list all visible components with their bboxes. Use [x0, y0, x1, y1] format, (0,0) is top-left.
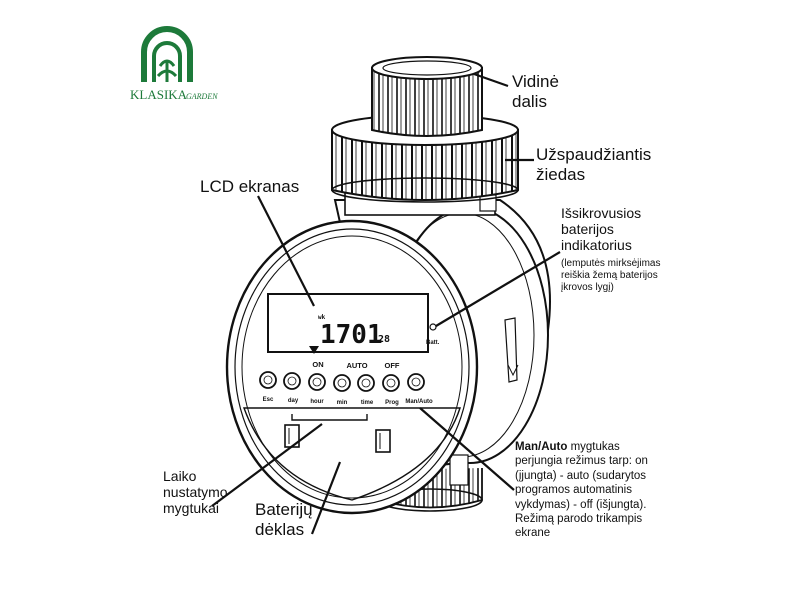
lcd-small-digits: 28: [378, 334, 390, 345]
button-label-man-auto: Man/Auto: [405, 399, 433, 405]
lcd-screen: 1701 28 wk: [267, 293, 429, 354]
mode-auto-label: AUTO: [346, 361, 367, 370]
button-label-time: time: [361, 400, 374, 406]
logo-brand: KLASIKA: [130, 87, 188, 102]
label-time-buttons: Laiko nustatymo mygtukai: [163, 468, 228, 517]
leader-lines: [211, 72, 561, 535]
klasika-logo-icon: [141, 26, 193, 82]
mode-on-label: ON: [312, 360, 323, 369]
mode-triangle-icon: [309, 346, 319, 354]
button-label-day: day: [288, 398, 299, 404]
button-day[interactable]: [283, 372, 301, 390]
top-connector: [331, 56, 519, 216]
label-clamp-ring: Užspaudžiantis žiedas: [536, 145, 652, 184]
battery-latch-right[interactable]: [375, 429, 391, 453]
label-battery-case: Baterijų dėklas: [255, 500, 313, 539]
button-prog[interactable]: [382, 374, 400, 392]
button-esc[interactable]: [259, 371, 277, 389]
button-label-esc: Esc: [263, 397, 274, 403]
button-label-hour: hour: [310, 399, 324, 405]
battery-compartment: [243, 407, 461, 501]
lcd-main-digits: 1701: [320, 320, 383, 350]
button-min[interactable]: [333, 374, 351, 392]
lcd-wk: wk: [318, 314, 326, 321]
button-hour[interactable]: [308, 373, 326, 391]
button-label-prog: Prog: [385, 400, 399, 406]
label-battery-indicator: Išsikrovusios baterijos indikatorius: [561, 205, 642, 254]
label-inner-part: Vidinė dalis: [512, 72, 559, 111]
button-man-auto[interactable]: [407, 373, 425, 391]
logo-sub: GARDEN: [186, 92, 218, 101]
label-lcd-screen: LCD ekranas: [200, 177, 300, 196]
label-man-auto: Man/Auto mygtukas perjungia režimus tarp…: [515, 441, 648, 540]
button-label-min: min: [337, 400, 348, 406]
mode-off-label: OFF: [385, 361, 400, 370]
battery-led: Batt.: [426, 323, 440, 346]
batt-label: Batt.: [426, 340, 440, 346]
man-auto-title: Man/Auto: [515, 441, 568, 453]
label-battery-indicator-note: (lemputės mirksėjimas reiškia žemą bater…: [561, 258, 661, 293]
button-row: [259, 371, 425, 392]
button-time[interactable]: [357, 374, 375, 392]
